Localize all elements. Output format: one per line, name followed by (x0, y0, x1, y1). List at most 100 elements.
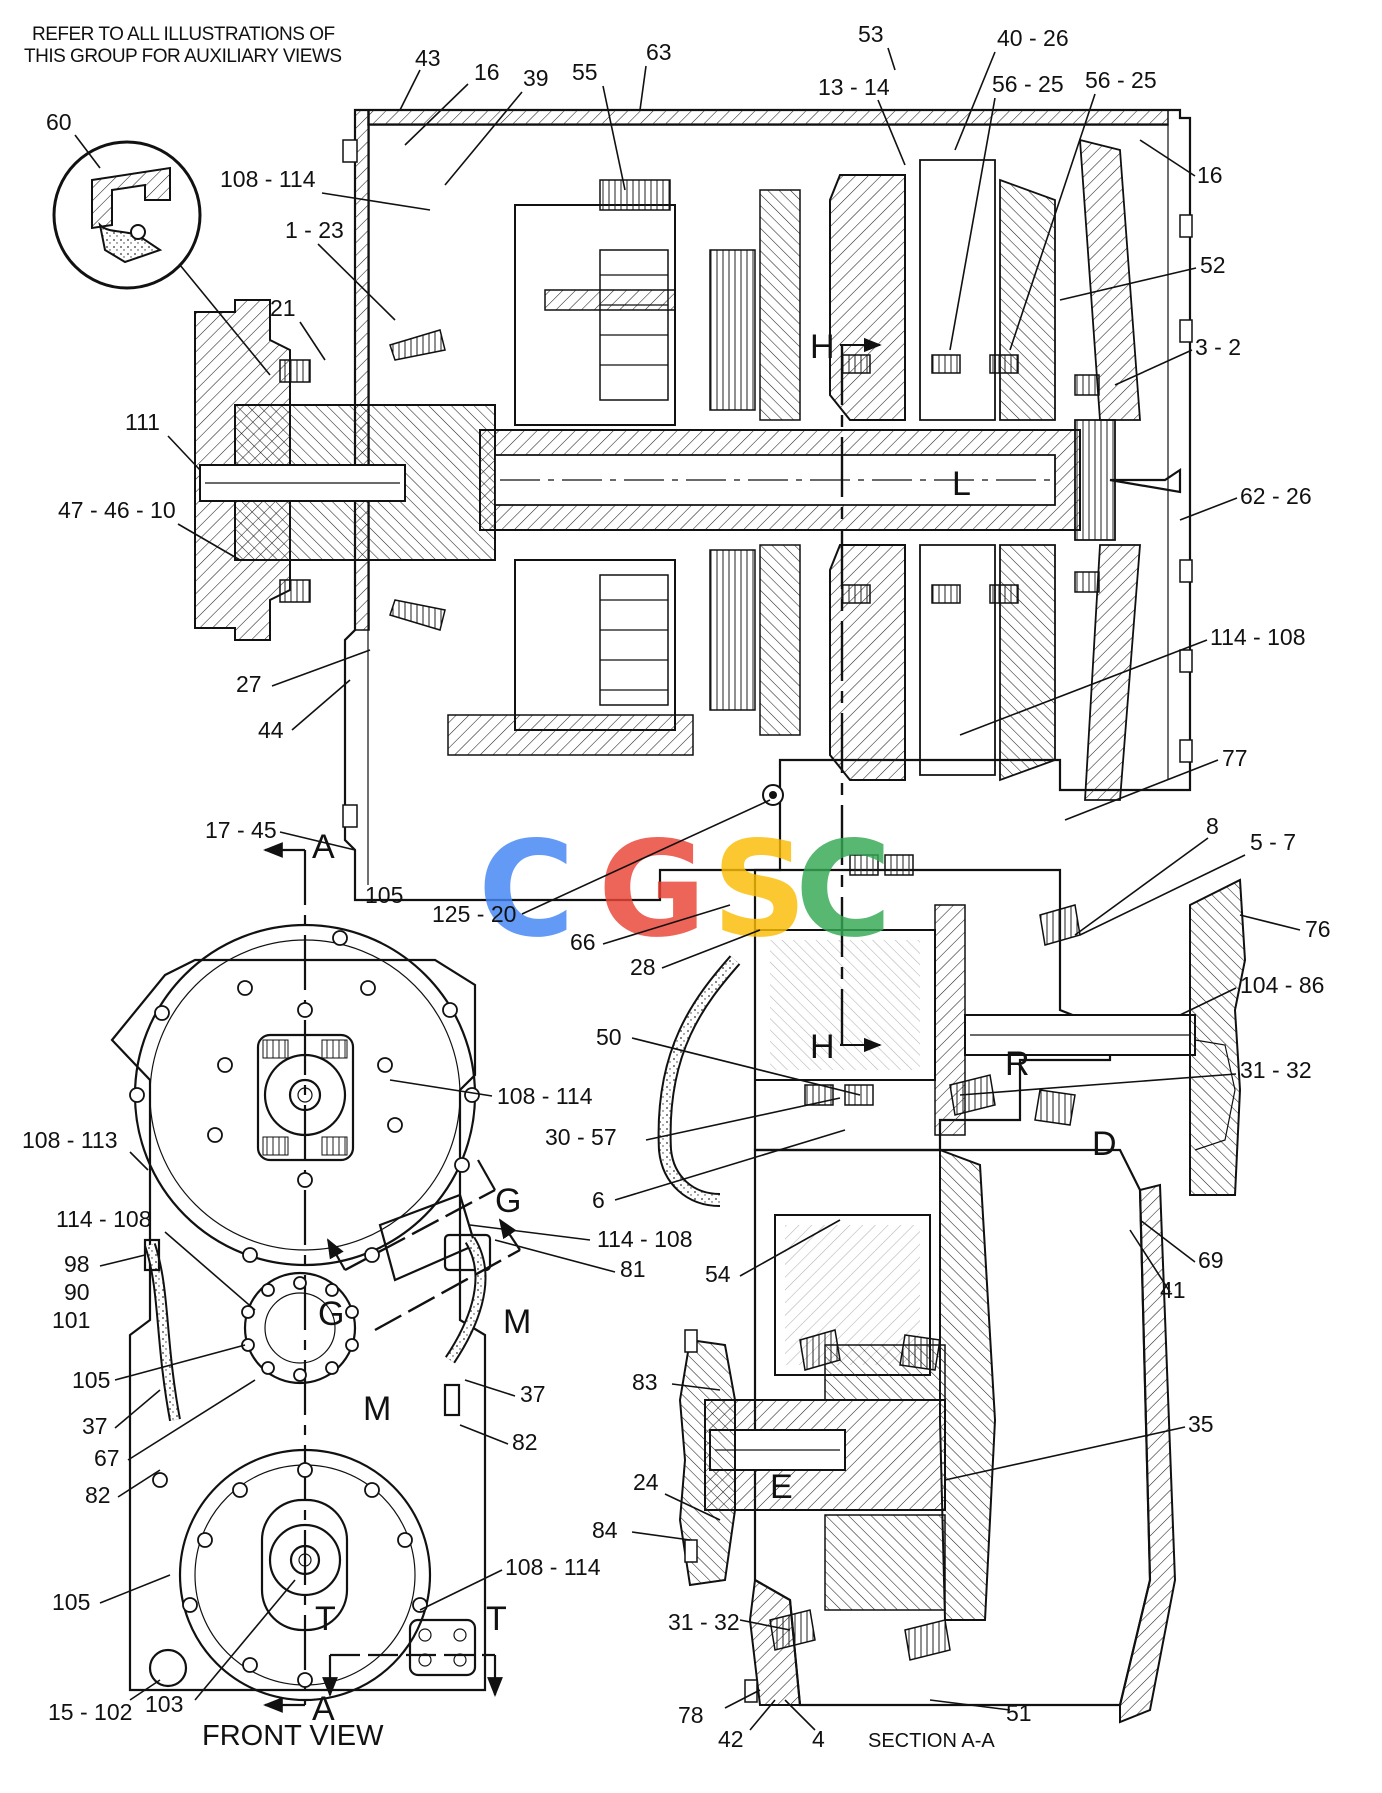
callout-44: 44 (258, 717, 284, 743)
callout-104-86: 104 - 86 (1240, 972, 1324, 998)
callout-4: 4 (812, 1726, 825, 1752)
callout-82-left: 82 (85, 1482, 111, 1508)
section-marker-m-left: M (363, 1390, 391, 1428)
callout-114-108-c: 114 - 108 (597, 1226, 692, 1252)
callout-1-23: 1 - 23 (285, 217, 344, 243)
callout-8: 8 (1206, 813, 1219, 839)
section-a-a-drawing (54, 110, 1245, 1722)
leader-lines (74, 47, 1301, 1731)
callout-16: 16 (474, 59, 500, 85)
clutch-packs (710, 190, 800, 735)
callout-41: 41 (1160, 1277, 1186, 1303)
note-line-1: REFER TO ALL ILLUSTRATIONS OF (32, 24, 335, 45)
section-marker-t-left: T (315, 1600, 336, 1638)
callout-63: 63 (646, 39, 672, 65)
callout-108-114-low: 108 - 114 (505, 1554, 601, 1580)
callout-66: 66 (570, 929, 596, 955)
callout-50: 50 (596, 1024, 622, 1050)
small-pump-face (243, 1271, 357, 1385)
callout-35: 35 (1188, 1411, 1214, 1437)
callout-31-32-a: 31 - 32 (1240, 1057, 1312, 1083)
callout-67: 67 (94, 1445, 120, 1471)
front-view-bolts (129, 930, 480, 1688)
section-marker-g-right: G (495, 1182, 521, 1220)
watermark-letter-2: G (598, 813, 706, 967)
callout-105-top: 105 (365, 882, 403, 908)
planetary-set-1 (448, 180, 693, 755)
bearings (280, 330, 1099, 630)
detail-marker-d: D (1092, 1125, 1117, 1163)
callout-60: 60 (46, 109, 72, 135)
callout-43: 43 (415, 45, 441, 71)
detail-marker-h-top: H (810, 328, 835, 366)
callout-69: 69 (1198, 1247, 1224, 1273)
callout-108-114-top: 108 - 114 (220, 166, 316, 192)
detail-marker-r: R (1005, 1045, 1030, 1083)
callout-30-57: 30 - 57 (545, 1124, 617, 1150)
callout-105-mid: 105 (72, 1367, 110, 1393)
detail-marker-l: L (952, 465, 971, 503)
callout-28: 28 (630, 954, 656, 980)
callout-114-108-a: 114 - 108 (1210, 624, 1305, 650)
front-view-title: FRONT VIEW (202, 1720, 384, 1752)
callout-37-right: 37 (520, 1381, 546, 1407)
callout-111: 111 (125, 409, 160, 435)
callout-98: 98 (64, 1251, 90, 1277)
callout-84: 84 (592, 1517, 618, 1543)
watermark-letter-3: S (712, 813, 807, 967)
callout-15-102: 15 - 102 (48, 1699, 132, 1725)
callout-13-14: 13 - 14 (818, 74, 890, 100)
callout-114-108-b: 114 - 108 (56, 1206, 151, 1232)
callout-5-7: 5 - 7 (1250, 829, 1296, 855)
callout-77: 77 (1222, 745, 1248, 771)
callout-108-114-mid: 108 - 114 (497, 1083, 593, 1109)
callout-3-2: 3 - 2 (1195, 334, 1241, 360)
callout-82-right: 82 (512, 1429, 538, 1455)
callout-78: 78 (678, 1702, 704, 1728)
callout-54: 54 (705, 1261, 731, 1287)
watermark-letter-4: C (795, 813, 892, 967)
section-marker-m-right: M (503, 1303, 531, 1341)
callout-83: 83 (632, 1369, 658, 1395)
callout-62-26: 62 - 26 (1240, 483, 1312, 509)
section-marker-a-bottom: A (312, 1690, 335, 1728)
callout-17-45: 17 - 45 (205, 817, 277, 843)
callout-21: 21 (270, 295, 296, 321)
callout-40-26: 40 - 26 (997, 25, 1069, 51)
callout-103: 103 (145, 1691, 183, 1717)
output-yoke-lower (680, 1340, 735, 1585)
callout-56-25-b: 56 - 25 (1085, 67, 1157, 93)
section-marker-a-top: A (312, 828, 335, 866)
front-view-drawing (110, 842, 521, 1713)
callout-125-20: 125 - 20 (432, 901, 516, 927)
callout-56-25-a: 56 - 25 (992, 71, 1064, 97)
callout-55: 55 (572, 59, 598, 85)
callout-27: 27 (236, 671, 262, 697)
output-yoke-right (1190, 880, 1245, 1195)
section-marker-g-left: G (318, 1295, 344, 1333)
callout-76: 76 (1305, 916, 1331, 942)
callout-53: 53 (858, 21, 884, 47)
callout-31-32-b: 31 - 32 (668, 1609, 740, 1635)
note-line-2: THIS GROUP FOR AUXILIARY VIEWS (24, 46, 342, 67)
oil-hose (665, 960, 735, 1200)
callout-52: 52 (1200, 252, 1226, 278)
callout-16-right: 16 (1197, 162, 1223, 188)
callout-51: 51 (1006, 1700, 1032, 1726)
callout-47-46-10: 47 - 46 - 10 (58, 497, 176, 523)
callout-90: 90 (64, 1279, 90, 1305)
callout-105-low: 105 (52, 1589, 90, 1615)
section-view-title: SECTION A-A (868, 1730, 995, 1752)
housing-bolts (343, 140, 1192, 1702)
callout-81: 81 (620, 1256, 646, 1282)
cgsc-watermark: C G S C (478, 813, 892, 967)
section-marker-t-right: T (486, 1600, 507, 1638)
callout-6: 6 (592, 1187, 605, 1213)
callout-37-left: 37 (82, 1413, 108, 1439)
watermark-letter-1: C (478, 813, 575, 967)
seal-detail-callout (54, 142, 270, 375)
callout-101: 101 (52, 1307, 90, 1333)
callout-24: 24 (633, 1469, 659, 1495)
callout-42: 42 (718, 1726, 744, 1752)
